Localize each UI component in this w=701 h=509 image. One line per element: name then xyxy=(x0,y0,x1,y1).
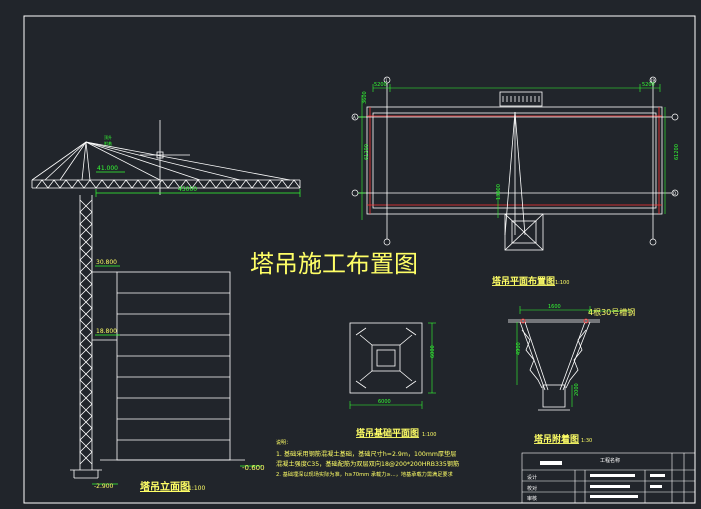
axis-label-a: A xyxy=(353,115,356,120)
attachment-top-dim: 1600 xyxy=(548,304,561,310)
top-label-1: 顶升 xyxy=(104,134,112,140)
main-title: 塔吊施工布置图 xyxy=(250,250,418,278)
drawing-frame xyxy=(23,15,696,504)
jib-height-label: 41.000 xyxy=(97,165,118,172)
top-label-2: 附着 xyxy=(104,140,112,146)
attachment-spec: 4根30号槽钢 xyxy=(588,307,635,317)
title-block-row-3: 审核 xyxy=(527,495,537,502)
plan-dim-left-small: 3600 xyxy=(362,91,368,104)
plan-dim-mid: 13600 xyxy=(496,184,502,200)
base-level-label: -2.900 xyxy=(94,483,114,490)
title-block-row-1: 设计 xyxy=(527,474,537,481)
plan-dim-top-right: 5200 xyxy=(642,82,655,88)
axis-markers xyxy=(351,76,679,246)
foundation-title: 塔吊基础平面图 xyxy=(356,427,419,439)
axis-label-d: D xyxy=(673,191,676,196)
title-block-header: 工程名称 xyxy=(600,457,620,464)
plan-dimensions xyxy=(358,84,666,220)
tower-crane-elevation xyxy=(31,120,301,479)
plan-scale: 1:100 xyxy=(555,280,569,286)
notes-line-1: 1. 基础采用钢筋混凝土基础，基础尺寸h=2.9m，100mm厚垫层 xyxy=(276,450,456,458)
title-block-fills xyxy=(540,461,665,498)
attachment-base-dim: 2000 xyxy=(574,383,580,396)
elevation-title: 塔吊立面图 xyxy=(140,480,190,493)
plan-dim-right: 61200 xyxy=(674,144,680,160)
title-block-row-2: 校对 xyxy=(527,485,537,492)
axis-label-19: 19 xyxy=(650,78,656,83)
notes-line-3: 2. 基础埋深以现场实际为准，h≥70mm 承载力≥...，地基承载力需满足要求 xyxy=(276,470,454,478)
attachment-detail xyxy=(508,318,600,411)
jib-radius-label: 45000 xyxy=(178,186,197,193)
elevation-scale: 1:100 xyxy=(188,485,205,492)
plan-dim-top-left: 5200 xyxy=(374,82,387,88)
attachment-title: 塔吊附着图 xyxy=(534,433,579,445)
attachment-height-dim: 4900 xyxy=(516,342,522,355)
site-plan xyxy=(355,82,675,251)
ground-level-label: -0.600 xyxy=(242,464,265,472)
level-1-label: 30.800 xyxy=(96,259,117,266)
attachment-scale: 1:30 xyxy=(581,438,592,444)
foundation-plan xyxy=(349,322,423,394)
level-2-label: 18.800 xyxy=(96,328,117,335)
title-block xyxy=(521,452,696,504)
foundation-dimensions xyxy=(349,322,436,409)
notes-line-2: 混凝土强度C35，基础配筋为双层双向18@200*200HRB335钢筋 xyxy=(276,460,459,468)
foundation-width: 6000 xyxy=(378,399,391,405)
axis-label-1: 1 xyxy=(385,78,388,83)
attachment-dimensions xyxy=(516,306,632,407)
foundation-height: 6000 xyxy=(430,345,436,358)
foundation-scale: 1:100 xyxy=(422,432,436,438)
plan-title: 塔吊平面布置图 xyxy=(492,275,555,287)
notes-heading: 说明： xyxy=(276,439,291,446)
plan-dim-left: 61200 xyxy=(364,144,370,160)
elevation-dimensions xyxy=(92,171,301,485)
